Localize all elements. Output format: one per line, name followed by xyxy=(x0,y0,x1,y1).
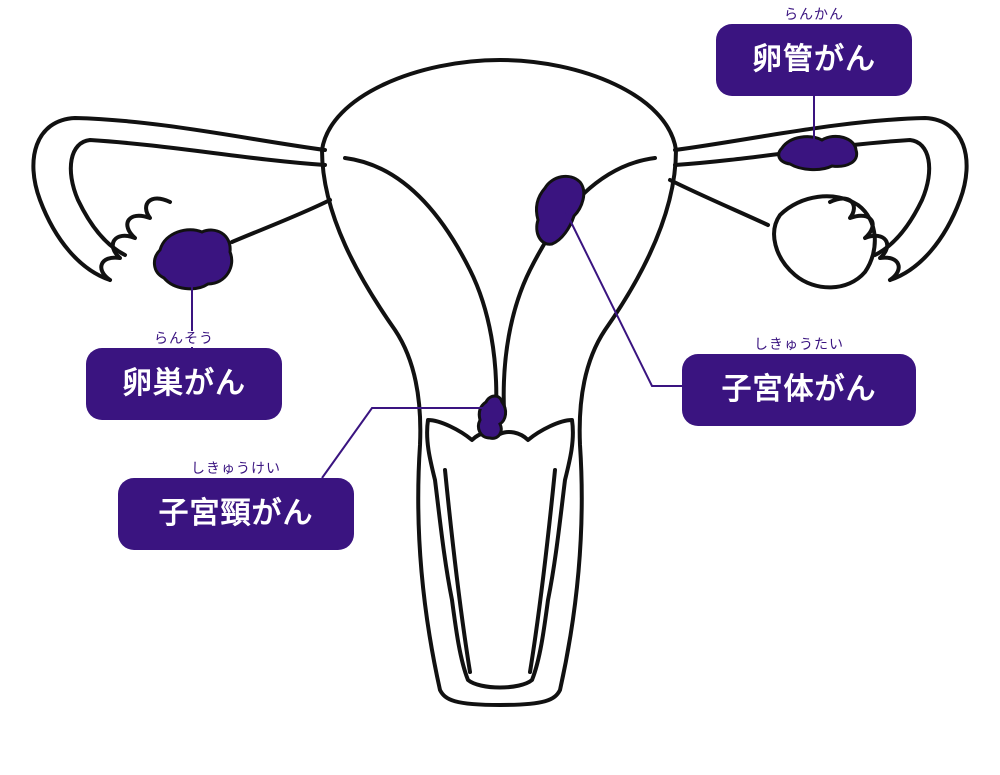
fallopian-tube-cancer-text: 卵管がん xyxy=(752,42,876,77)
uterine-body-cancer-ruby: しきゅうたい xyxy=(751,337,847,353)
ovarian-tumor xyxy=(153,228,234,291)
cervical-cancer-text: 子宮頸がん xyxy=(158,496,314,531)
uterine-body-tumor xyxy=(534,174,586,246)
cervical-cancer-label: しきゅうけい 子宮頸がん xyxy=(118,461,354,550)
right-ovary xyxy=(772,194,877,290)
fallopian-tube-tumor xyxy=(777,134,859,172)
right-fimbriae xyxy=(828,196,901,282)
cervical-tumor xyxy=(476,394,508,440)
uterine-body-cancer-text: 子宮体がん xyxy=(721,372,877,407)
uterine-body-cancer-label: しきゅうたい 子宮体がん xyxy=(682,337,916,426)
fallopian-tube-cancer-ruby: らんかん xyxy=(781,7,847,23)
ovarian-cancer-text: 卵巣がん xyxy=(122,366,246,401)
ovarian-cancer-ruby: らんそう xyxy=(151,331,217,347)
cervical-cancer-ruby: しきゅうけい xyxy=(188,461,284,477)
uterine-cavity xyxy=(343,156,657,412)
leader-corpus xyxy=(565,211,682,387)
left-fimbriae xyxy=(99,196,172,282)
uterus-outline xyxy=(320,58,678,707)
vaginal-canal xyxy=(425,418,575,690)
left-fallopian-tube xyxy=(31,116,327,282)
right-fallopian-tube xyxy=(673,116,969,282)
leader-cervical xyxy=(321,407,490,479)
fallopian-tube-cancer-label: らんかん 卵管がん xyxy=(716,7,912,96)
ovarian-cancer-label: らんそう 卵巣がん xyxy=(86,331,282,420)
